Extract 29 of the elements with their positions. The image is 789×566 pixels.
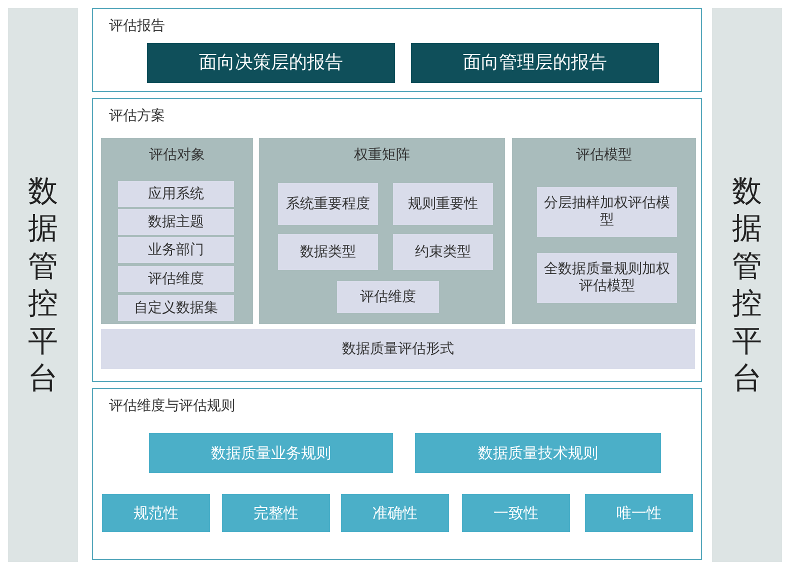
item-box: 约束类型 (393, 234, 493, 270)
item-box: 业务部门 (118, 237, 234, 263)
section-heading: 评估方案 (109, 107, 165, 125)
item-box: 应用系统 (118, 181, 234, 207)
item-box: 评估维度 (118, 266, 234, 292)
section-panel (92, 8, 702, 92)
item-box: 自定义数据集 (118, 295, 234, 321)
section-panel (92, 388, 702, 560)
item-box: 数据主题 (118, 209, 234, 235)
section-heading: 评估模型 (575, 146, 633, 164)
side-panel: 数据管控平台 (712, 8, 782, 562)
item-box: 系统重要程度 (278, 183, 378, 225)
section-heading: 评估对象 (148, 146, 206, 164)
group-panel (259, 138, 505, 324)
item-box: 数据类型 (278, 234, 378, 270)
section-heading: 评估报告 (109, 17, 165, 35)
item-box: 全数据质量规则加权评估模型 (537, 253, 677, 303)
report-box: 面向管理层的报告 (411, 43, 659, 83)
group-panel (512, 138, 696, 324)
section-heading: 权重矩阵 (353, 146, 411, 164)
item-box: 数据质量评估形式 (101, 329, 695, 369)
item-box: 分层抽样加权评估模型 (537, 187, 677, 237)
report-box: 面向决策层的报告 (147, 43, 395, 83)
item-box: 规则重要性 (393, 183, 493, 225)
section-heading: 评估维度与评估规则 (109, 397, 235, 415)
item-box: 评估维度 (337, 281, 439, 313)
group-panel (101, 138, 253, 324)
section-panel (92, 98, 702, 382)
side-panel: 数据管控平台 (8, 8, 78, 562)
